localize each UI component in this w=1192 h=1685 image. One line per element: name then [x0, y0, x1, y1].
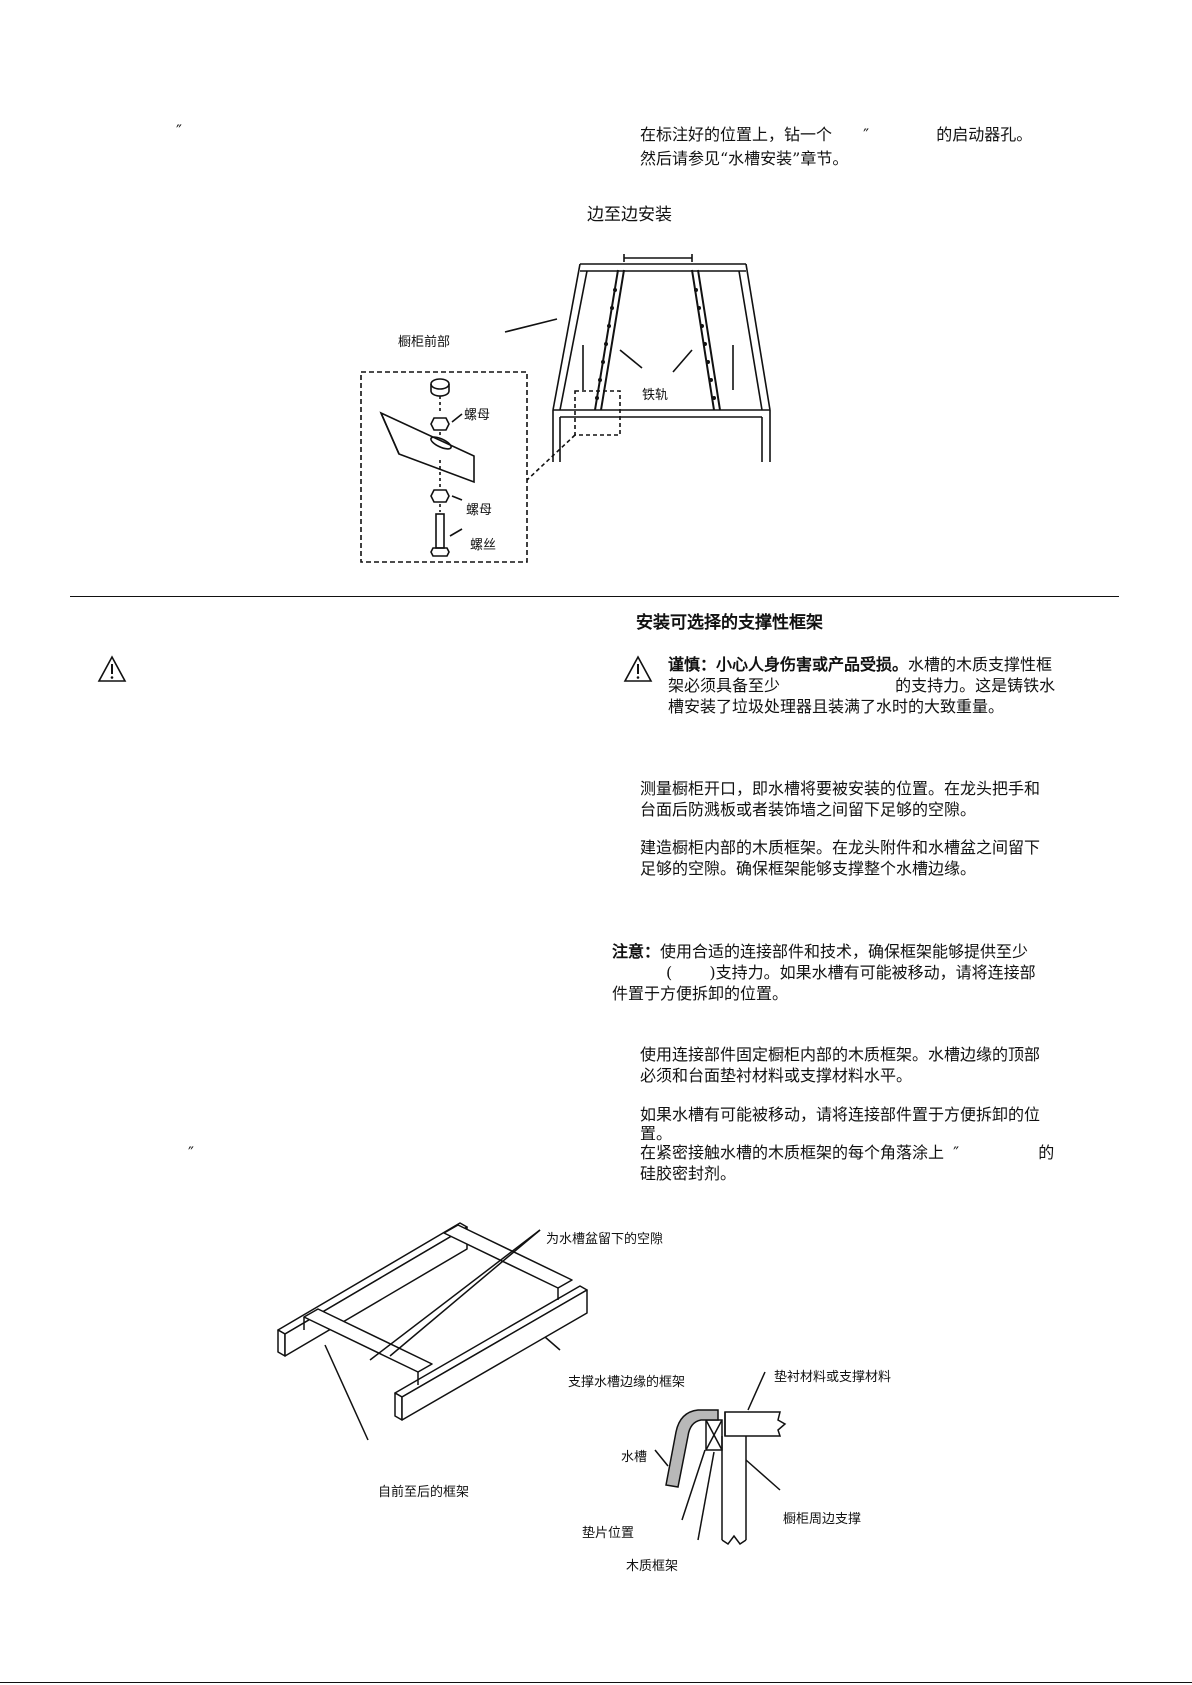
step-move-line2: 置。	[640, 1124, 673, 1143]
step-build-line1: 建造橱柜内部的木质框架。在龙头附件和水槽盆之间留下	[640, 838, 1041, 857]
step-move-line1: 如果水槽有可能被移动，请将连接部件置于方便拆卸的位	[640, 1105, 1041, 1124]
drill-quote-mark: ″	[863, 125, 870, 144]
label-basin-gap: 为水槽盆留下的空隙	[546, 1232, 664, 1247]
label-cabinet-front: 橱柜前部	[398, 335, 451, 350]
step-measure-line2: 台面后防溅板或者装饰墙之间留下足够的空隙。	[640, 800, 977, 819]
label-shim: 垫片位置	[582, 1526, 635, 1541]
label-bolt: 螺丝	[470, 538, 497, 553]
caution-line3: 槽安装了垃圾处理器且装满了水时的大致重量。	[668, 697, 1005, 716]
edge-diagram-title: 边至边安装	[587, 205, 672, 225]
label-perimeter: 橱柜周边支撑	[783, 1512, 862, 1527]
note-line1: 注意：使用合适的连接部件和技术，确保框架能够提供至少	[612, 941, 1028, 962]
label-underlay: 垫衬材料或支撑材料	[774, 1370, 892, 1385]
caution-l2-a: 架必须具备至少	[668, 676, 781, 695]
section-divider	[70, 596, 1119, 597]
drill-text-a: 在标注好的位置上，钻一个	[640, 125, 833, 144]
caution-bold: 谨慎：小心人身伤害或产品受损。	[668, 655, 909, 674]
label-rim-frame: 支撑水槽边缘的框架	[568, 1375, 686, 1390]
edge-install-diagram	[360, 254, 771, 563]
note-label: 注意：	[612, 942, 661, 961]
step-secure-line2: 必须和台面垫衬材料或支撑材料水平。	[640, 1066, 913, 1085]
warning-icon-left	[97, 655, 127, 682]
note-paren-open: (	[666, 963, 673, 982]
label-front-back: 自前至后的框架	[378, 1485, 470, 1500]
label-sink: 水槽	[621, 1450, 648, 1465]
step-seal-line2: 硅胶密封剂。	[640, 1164, 737, 1183]
note-text-1: 使用合适的连接部件和技术，确保框架能够提供至少	[660, 942, 1029, 961]
drill-instruction-line1: 在标注好的位置上，钻一个 ″ 的启动器孔。	[640, 124, 1032, 145]
label-nut-bottom: 螺母	[466, 503, 493, 518]
step-build-line2: 足够的空隙。确保框架能够支撑整个水槽边缘。	[640, 859, 977, 878]
drill-text-b: 的启动器孔。	[936, 125, 1033, 144]
bottom-edge-rule	[0, 1682, 1192, 1683]
caution-line1: 谨慎：小心人身伤害或产品受损。水槽的木质支撑性框	[668, 654, 1052, 675]
note-line3: 件置于方便拆卸的位置。	[612, 984, 789, 1003]
drill-instruction-line2: 然后请参见“水槽安装”章节。	[640, 149, 849, 168]
step-seal-line1: 在紧密接触水槽的木质框架的每个角落涂上 ″ 的	[640, 1142, 1054, 1163]
seal-text-b: 的	[1038, 1143, 1055, 1162]
caution-l2-b: 的支持力。这是铸铁水	[895, 676, 1056, 695]
label-wood-frame: 木质框架	[626, 1559, 679, 1574]
label-nut-top: 螺母	[464, 408, 491, 423]
label-rail: 铁轨	[642, 388, 669, 403]
step-secure-line1: 使用连接部件固定橱柜内部的木质框架。水槽边缘的顶部	[640, 1045, 1041, 1064]
seal-text-a: 在紧密接触水槽的木质框架的每个角落涂上	[640, 1143, 945, 1162]
caution-line2: 架必须具备至少 的支持力。这是铸铁水	[668, 675, 1055, 696]
note-text-2: )支持力。如果水槽有可能被移动，请将连接部	[709, 963, 1036, 982]
warning-icon-right	[623, 655, 653, 682]
frame-section-heading: 安装可选择的支撑性框架	[636, 613, 823, 633]
note-line2: ( )支持力。如果水槽有可能被移动，请将连接部	[666, 962, 1036, 983]
caution-rest: 水槽的木质支撑性框	[908, 655, 1053, 674]
frame-left-quote-mark: ″	[188, 1143, 194, 1162]
step-measure-line1: 测量橱柜开口，即水槽将要被安装的位置。在龙头把手和	[640, 779, 1041, 798]
seal-quote-mark: ″	[953, 1143, 960, 1162]
left-quote-mark: ″	[176, 121, 182, 140]
